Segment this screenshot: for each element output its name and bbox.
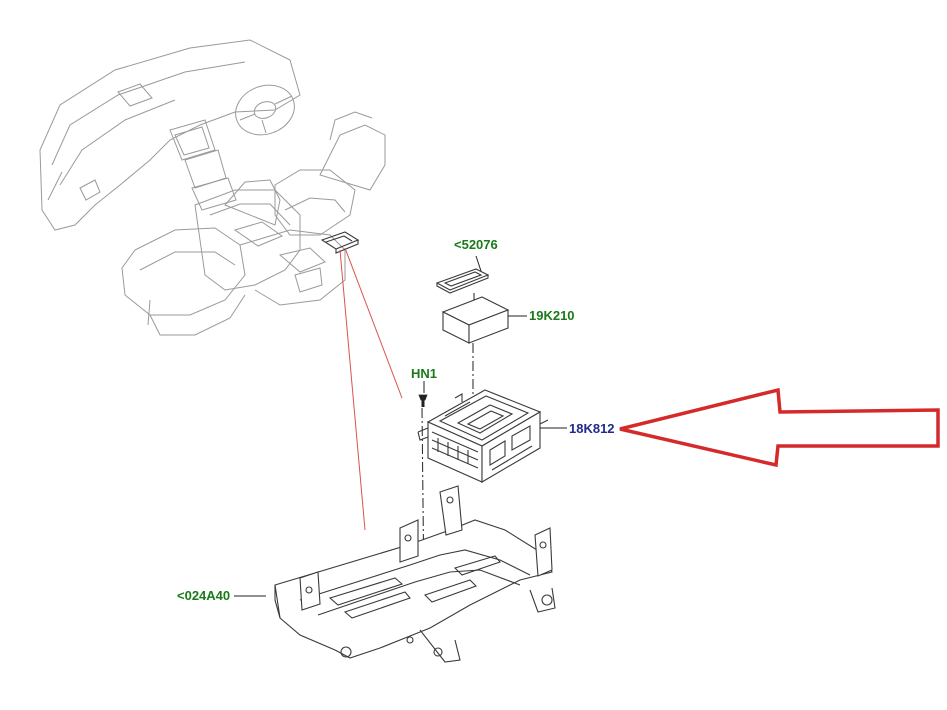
callout-labels: <52076 19K210 HN1 18K812 <024A40 xyxy=(177,237,615,603)
label-19K210: 19K210 xyxy=(529,308,575,323)
red-pointer-arrow-icon xyxy=(619,387,940,468)
locator-lines xyxy=(339,247,403,531)
part-19K210-box xyxy=(441,296,510,344)
part-18K812-module xyxy=(417,389,549,483)
callout-leaders xyxy=(234,255,567,597)
label-52076: <52076 xyxy=(454,237,498,252)
part-HN1-fastener xyxy=(418,394,428,407)
vehicle-interior-illustration xyxy=(39,39,386,336)
part-024A40-bracket xyxy=(274,485,556,663)
label-024A40: <024A40 xyxy=(177,588,230,603)
label-HN1: HN1 xyxy=(411,366,437,381)
part-52076-plate xyxy=(435,268,490,294)
label-18K812: 18K812 xyxy=(569,421,615,436)
